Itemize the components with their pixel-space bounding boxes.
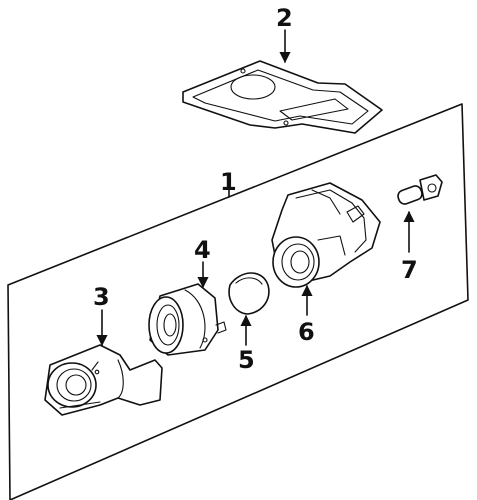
callout-7: 7 (401, 256, 418, 284)
callout-2: 2 (276, 4, 293, 32)
assembly-panel (7, 103, 469, 500)
lens-cap (228, 272, 270, 315)
outer-housing (44, 344, 163, 416)
gasket-plate (182, 60, 383, 134)
reflector-housing (148, 283, 227, 356)
lamp-body (271, 182, 381, 288)
callout-5: 5 (238, 346, 255, 374)
bulb (397, 174, 443, 205)
callout-6: 6 (298, 318, 315, 346)
leader-lines (96, 29, 415, 347)
callout-1: 1 (220, 168, 237, 196)
callout-3: 3 (93, 283, 110, 311)
callout-4: 4 (194, 236, 211, 264)
